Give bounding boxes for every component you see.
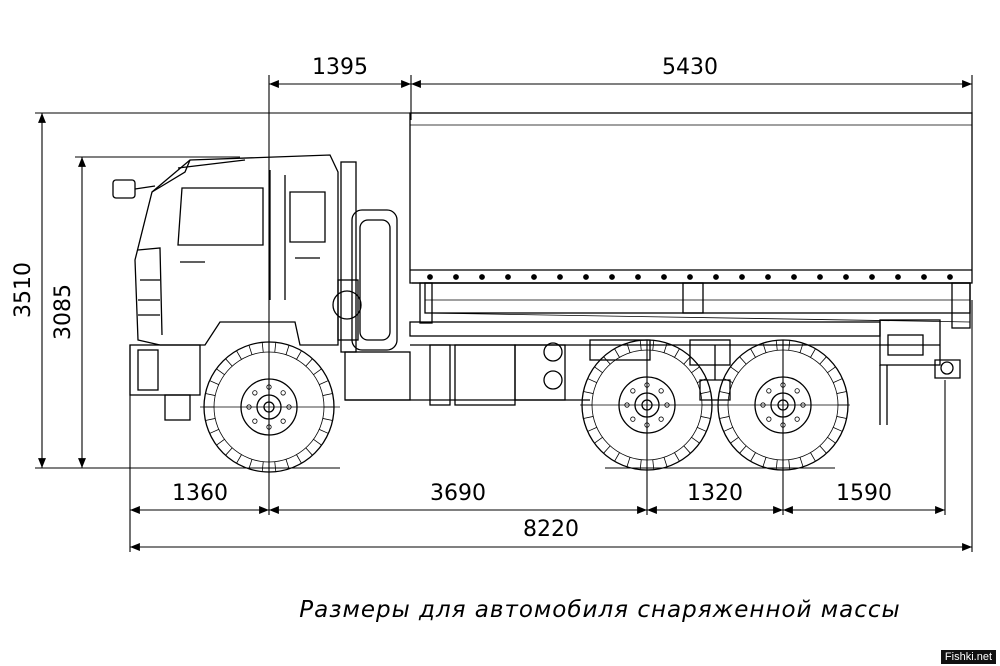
dimension-lines xyxy=(35,75,973,552)
spare-wheel xyxy=(332,161,398,353)
dim-total-height: 3510 xyxy=(11,262,36,318)
dimension-labels: 1395 5430 3510 3085 1360 3690 1320 1590 … xyxy=(11,55,892,542)
cab xyxy=(112,154,339,421)
dim-front-overhang: 1360 xyxy=(172,481,228,506)
dim-cab-to-body: 1395 xyxy=(312,55,368,80)
dim-cab-height: 3085 xyxy=(51,284,76,340)
dim-total-length: 8220 xyxy=(523,517,579,542)
drawing-caption: Размеры для автомобиля снаряженной массы xyxy=(299,597,900,623)
chassis xyxy=(344,319,961,425)
dim-body-length: 5430 xyxy=(662,55,718,80)
watermark: Fishki.net xyxy=(940,650,996,664)
dim-wheelbase-rear: 1320 xyxy=(687,481,743,506)
truck-outline xyxy=(112,112,973,473)
cargo-body xyxy=(409,112,973,346)
dim-wheelbase-front: 3690 xyxy=(430,481,486,506)
dim-rear-overhang: 1590 xyxy=(836,481,892,506)
